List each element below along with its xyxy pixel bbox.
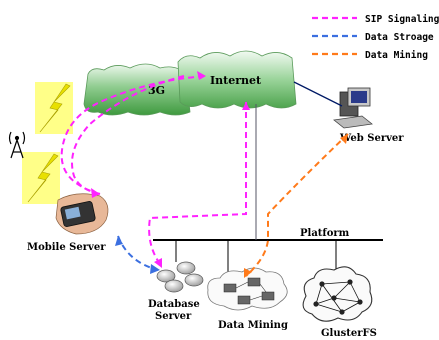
mobile-server-label: Mobile Server (27, 242, 106, 253)
database-server-label-2: Server (155, 311, 192, 322)
legend: SIP Signaling Data Stroage Data Mining (312, 14, 439, 61)
cloud-3g: 3G (83, 63, 191, 116)
legend-item-sip: SIP Signaling (312, 14, 439, 25)
mining-arrowhead (244, 268, 252, 278)
mobile-phone-icon (55, 193, 109, 235)
sip-path-internet-to-database (148, 102, 247, 265)
cloud-3g-label: 3G (148, 84, 165, 97)
sip-arrowhead (91, 188, 100, 198)
data-mining-label: Data Mining (218, 320, 288, 331)
legend-mining-label: Data Mining (365, 50, 428, 61)
sip-path-cloud-to-mobile (71, 75, 185, 195)
database-disk-icon (156, 261, 204, 293)
glusterfs-label: GlusterFS (321, 328, 377, 339)
lightning-icon (35, 82, 73, 134)
storage-arrowhead (150, 264, 160, 274)
glusterfs-cluster-icon (302, 266, 373, 322)
antenna-icon (8, 131, 26, 159)
sip-path-mobile-to-internet (60, 75, 207, 195)
mining-arrowhead (340, 134, 348, 144)
cloud-internet-label: Internet (210, 74, 262, 87)
database-server-label-1: Database (148, 299, 200, 310)
sip-signaling-paths (60, 75, 247, 265)
lightning-icon (22, 152, 60, 204)
internet-webserver-link (293, 81, 343, 107)
sip-arrowhead (197, 71, 206, 80)
web-server-label: Web Server (339, 133, 404, 144)
legend-sip-label: SIP Signaling (365, 14, 439, 25)
data-mining-path (245, 133, 349, 277)
sip-arrowhead (154, 258, 162, 268)
storage-arrowhead (115, 236, 123, 246)
legend-storage-label: Data Stroage (365, 32, 434, 43)
web-server-computer-icon (333, 87, 373, 129)
sip-arrowhead (242, 102, 250, 110)
platform-label: Platform (300, 228, 350, 239)
legend-item-storage: Data Stroage (312, 32, 434, 43)
data-mining-cluster-icon (207, 267, 288, 311)
cloud-internet: Internet (177, 50, 297, 109)
legend-item-mining: Data Mining (312, 50, 428, 61)
